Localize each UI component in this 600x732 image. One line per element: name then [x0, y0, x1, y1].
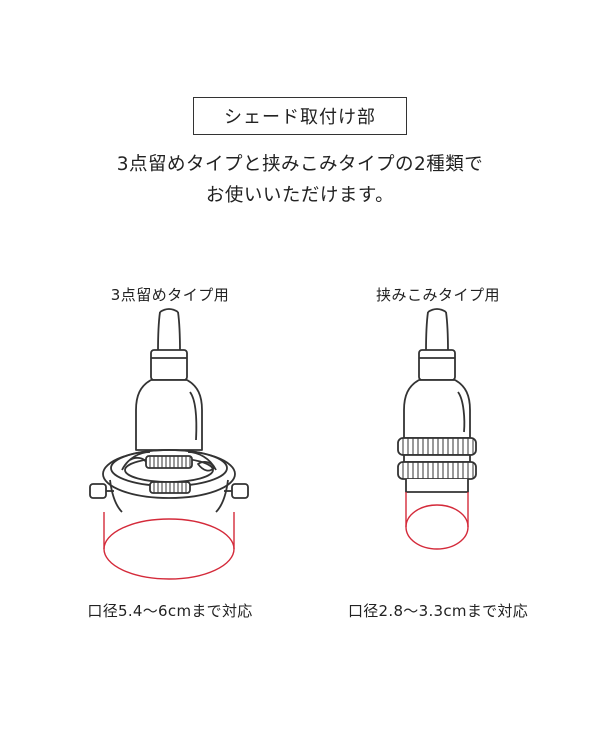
- clamp-shade-opening: [405, 492, 469, 550]
- three-point-diameter-caption: 口径5.4〜6cmまで対応: [87, 602, 253, 620]
- section-title: シェード取付け部: [193, 97, 407, 135]
- clamp-diameter-caption: 口径2.8〜3.3cmまで対応: [347, 602, 529, 620]
- three-point-socket-illustration: [89, 308, 249, 513]
- description-line-2: お使いいただけます。: [205, 185, 395, 206]
- clamp-type-label: 挟みこみタイプ用: [375, 286, 500, 304]
- description-line-1: 3点留めタイプと挟みこみタイプの2種類で: [116, 154, 484, 175]
- three-point-type-label: 3点留めタイプ用: [110, 286, 230, 304]
- clamp-socket-illustration: [397, 308, 477, 493]
- three-point-shade-opening: [103, 512, 235, 580]
